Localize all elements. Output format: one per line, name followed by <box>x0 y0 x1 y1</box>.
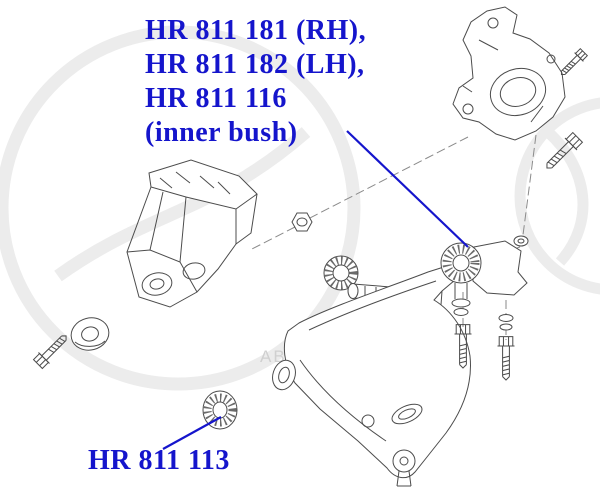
steering-knuckle-drawing <box>452 6 566 141</box>
rear-bushing-bracket <box>440 240 528 331</box>
label-line-116: HR 811 116 <box>145 83 287 114</box>
label-line-rh: HR 811 181 (RH), <box>145 15 367 46</box>
label-part-number-113: HR 811 113 <box>88 445 230 476</box>
bolt-top-right <box>556 47 589 80</box>
center-bushing <box>323 255 359 291</box>
ball-joint <box>392 449 416 487</box>
hex-nut <box>291 212 313 232</box>
front-bushing <box>272 359 296 391</box>
leader-lines <box>162 130 469 450</box>
inner-bushing-113 <box>202 390 238 430</box>
bolt-vertical-2 <box>496 336 516 381</box>
label-line-inner-bush: (inner bush) <box>145 117 298 148</box>
lower-control-arm-drawing <box>272 265 471 487</box>
label-part-numbers-top: HR 811 181 (RH), HR 811 182 (LH), HR 811… <box>145 14 366 150</box>
label-line-lh: HR 811 182 (LH), <box>145 49 365 80</box>
watermark-logo <box>0 25 600 391</box>
subframe-bracket-drawing <box>126 159 258 308</box>
washer-ring <box>513 235 529 247</box>
left-bushing <box>70 317 110 351</box>
leader-line-113 <box>162 416 222 450</box>
leader-line-inner-bush <box>346 130 469 248</box>
